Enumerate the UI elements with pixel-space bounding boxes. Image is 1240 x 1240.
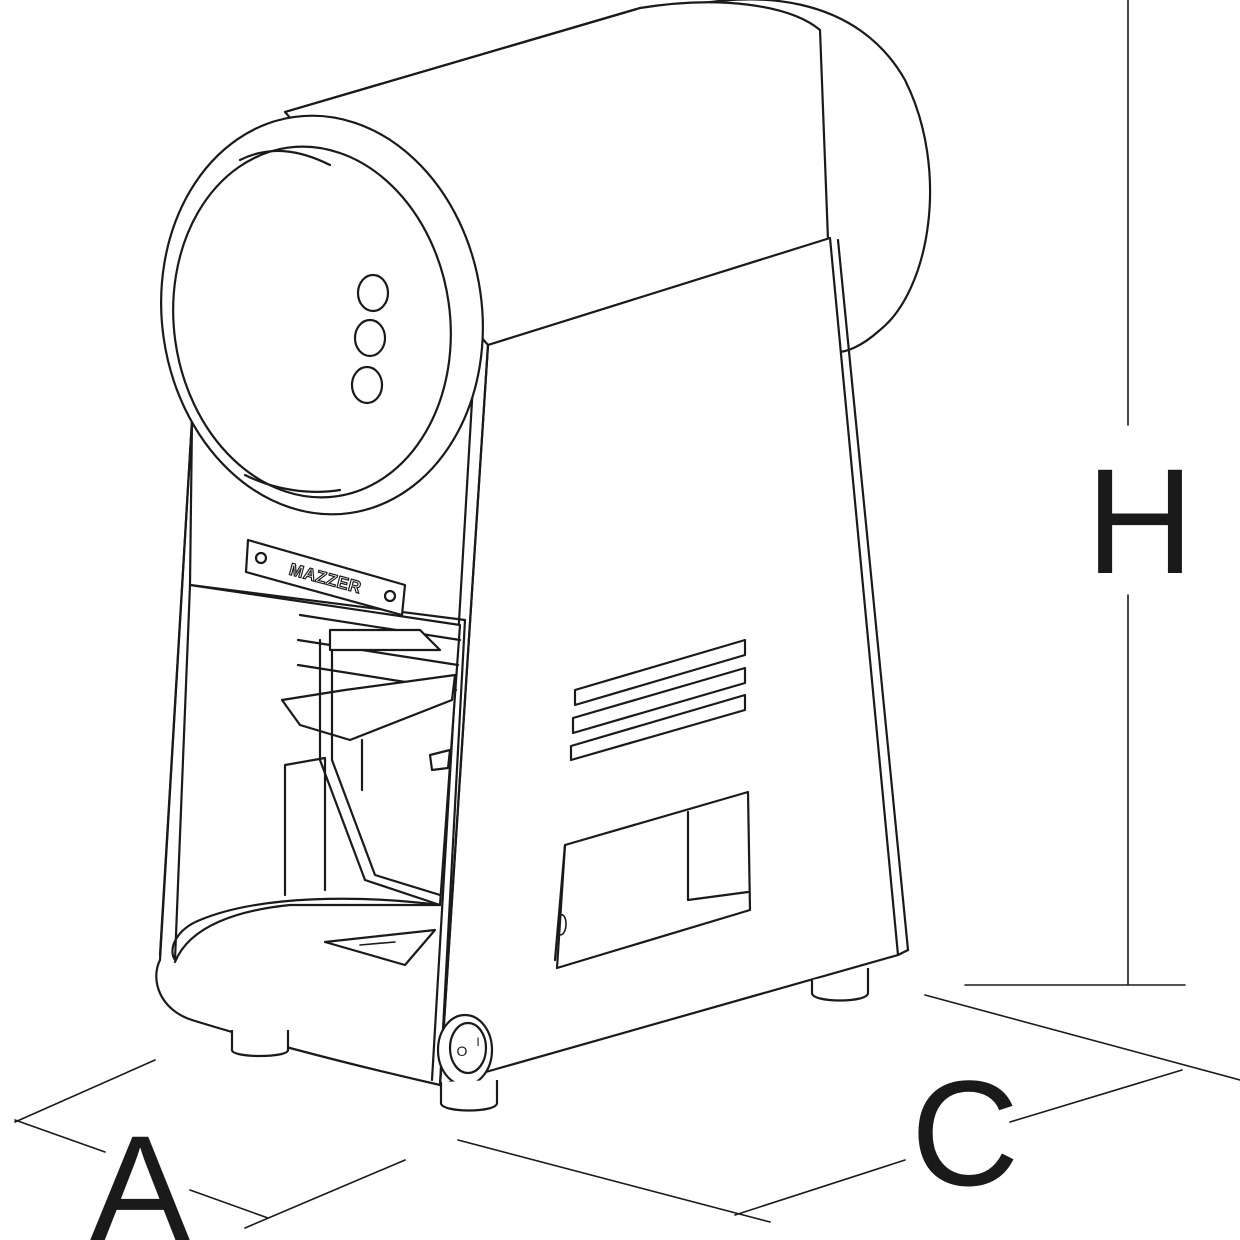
- grinder-body: MAZZER O I: [155, 0, 932, 1112]
- vent-slot-2: [571, 666, 747, 735]
- power-switch[interactable]: O I: [436, 1013, 494, 1087]
- face-top-chamfer: [238, 149, 332, 167]
- holder-bar-2: [296, 638, 460, 667]
- face-bottom-chamfer: [243, 473, 342, 493]
- side-panel-corner: [896, 948, 910, 957]
- front-frame-right-edge: [438, 343, 490, 1087]
- control-button-3[interactable]: [350, 365, 384, 405]
- foot-rear-right: [810, 968, 870, 1002]
- base-tray-edge: [173, 903, 442, 964]
- vent-slot-3: [569, 693, 747, 762]
- depth-dimension-line-right: [1009, 1069, 1183, 1123]
- foot-front-left: [230, 1030, 290, 1058]
- holder-rod: [318, 638, 442, 907]
- feet: [230, 968, 870, 1112]
- power-switch-rocker[interactable]: [448, 1021, 488, 1075]
- width-dimension-line-left: [14, 1119, 106, 1153]
- dimension-lines: [14, 0, 1240, 1229]
- brand-plate-screw-left: [254, 551, 268, 565]
- vent-slot-1: [573, 638, 747, 707]
- side-opening-frame: [555, 790, 752, 970]
- warning-label-mark: [359, 941, 396, 946]
- width-extension-line-left: [14, 1059, 156, 1123]
- width-dimension-line-right: [189, 1189, 269, 1219]
- motor-front-ring: [160, 114, 484, 516]
- holder-bar-1: [298, 613, 462, 642]
- portafilter-holder: [280, 613, 462, 907]
- brand-plate-screw-right: [383, 589, 397, 603]
- vent-grille: [569, 638, 747, 762]
- side-opening-left-edge: [553, 843, 567, 962]
- side-panel-thickness-edge: [836, 238, 910, 952]
- depth-extension-line-lower: [457, 1139, 771, 1223]
- motor-front-face: [172, 145, 452, 499]
- holder-clip: [428, 748, 452, 772]
- cylinder-top-edge: [283, 6, 642, 114]
- holder-rod-inner: [330, 638, 442, 897]
- side-opening: [553, 790, 752, 970]
- control-button-1[interactable]: [356, 273, 390, 313]
- side-opening-inner-edge: [686, 810, 750, 902]
- brand-plate-frame: [244, 538, 407, 617]
- holder-fork: [280, 673, 457, 742]
- control-button-2[interactable]: [353, 318, 387, 358]
- side-opening-clip: [559, 914, 567, 936]
- foot-front-right: [439, 1080, 499, 1112]
- cavity-back-wall: [283, 756, 327, 897]
- front-frame-left-edge: [158, 418, 194, 957]
- depth-extension-line-upper: [924, 994, 1240, 1081]
- width-extension-line-right: [244, 1159, 406, 1229]
- height-label: H: [1086, 437, 1194, 605]
- power-switch-on-symbol: I: [476, 1035, 479, 1049]
- warning-label: [323, 928, 437, 967]
- depth-label: C: [911, 1049, 1019, 1217]
- depth-dimension-line-left: [734, 1159, 906, 1216]
- power-switch-off-symbol: O: [457, 1043, 468, 1059]
- width-label: A: [90, 1104, 190, 1240]
- holder-top-bracket: [328, 628, 442, 652]
